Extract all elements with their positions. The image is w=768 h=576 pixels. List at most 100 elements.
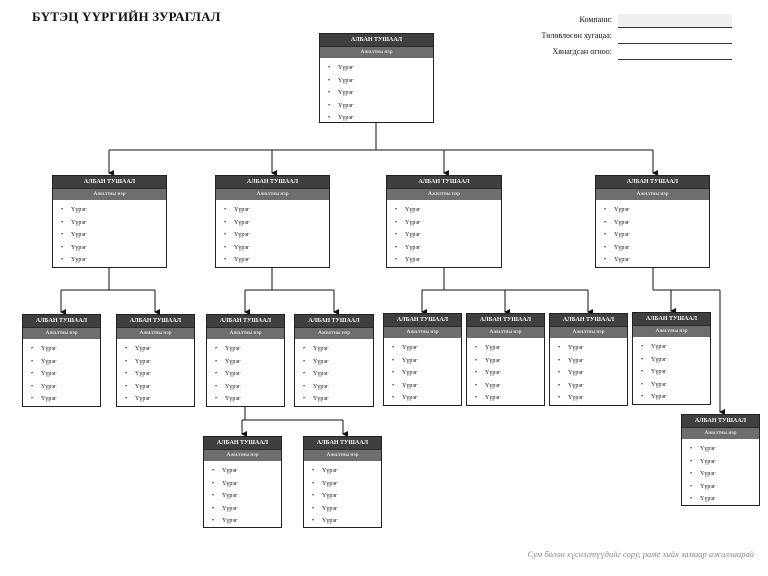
- duty-item: •Үүрэг: [303, 368, 373, 381]
- duty-list: •Үүрэг •Үүрэг •Үүрэг •Үүрэг •Үүрэг: [216, 200, 329, 267]
- position-title: АЛБАН ТУШААЛ: [550, 314, 627, 326]
- position-title: АЛБАН ТУШААЛ: [216, 176, 329, 188]
- position-title: АЛБАН ТУШААЛ: [23, 315, 100, 327]
- bullet-icon: •: [61, 257, 64, 263]
- position-card-l2-c3[interactable]: АЛБАН ТУШААЛ Ажилтны нэр •Үүрэг •Үүрэг •…: [549, 313, 628, 406]
- duty-item: •Үүрэг: [215, 368, 284, 381]
- bullet-icon: •: [31, 396, 34, 402]
- duty-list: •Үүрэг •Үүрэг •Үүрэг •Үүрэг •Үүрэг: [467, 338, 544, 405]
- employee-name: Ажилтны нэр: [117, 327, 194, 339]
- approved-field[interactable]: [618, 46, 732, 60]
- bullet-icon: •: [61, 207, 64, 213]
- bullet-icon: •: [558, 357, 561, 364]
- position-card-l2-d1[interactable]: АЛБАН ТУШААЛ Ажилтны нэр •Үүрэг •Үүрэг •…: [632, 312, 711, 405]
- bullet-icon: •: [212, 505, 215, 512]
- duty-item: •Үүрэг: [328, 75, 433, 88]
- company-label: Компани:: [579, 15, 612, 24]
- duty-item: •Үүрэг: [61, 242, 166, 255]
- position-card-l1-b[interactable]: АЛБАН ТУШААЛ Ажилтны нэр •Үүрэг •Үүрэг •…: [215, 175, 330, 268]
- position-card-l2-b2[interactable]: АЛБАН ТУШААЛ Ажилтны нэр •Үүрэг •Үүрэг •…: [294, 314, 374, 407]
- position-card-l2-b1[interactable]: АЛБАН ТУШААЛ Ажилтны нэр •Үүрэг •Үүрэг •…: [206, 314, 285, 407]
- duty-item: •Үүрэг: [31, 368, 100, 381]
- duty-list: •Үүрэг •Үүрэг •Үүрэг •Үүрэг •Үүрэг: [682, 439, 759, 506]
- position-card-l2-c1[interactable]: АЛБАН ТУШААЛ Ажилтны нэр •Үүрэг •Үүрэг •…: [383, 313, 462, 406]
- duty-item: •Үүрэг: [690, 468, 759, 481]
- bullet-icon: •: [125, 383, 128, 390]
- position-card-l2-a1[interactable]: АЛБАН ТУШААЛ Ажилтны нэр •Үүрэг •Үүрэг •…: [22, 314, 101, 407]
- position-title: АЛБАН ТУШААЛ: [467, 314, 544, 326]
- bullet-icon: •: [312, 505, 315, 512]
- employee-name: Ажилтны нэр: [320, 46, 433, 58]
- position-card-l1-d[interactable]: АЛБАН ТУШААЛ Ажилтны нэр •Үүрэг •Үүрэг •…: [595, 175, 710, 268]
- position-card-l2-a2[interactable]: АЛБАН ТУШААЛ Ажилтны нэр •Үүрэг •Үүрэг •…: [116, 314, 195, 407]
- employee-name: Ажилтны нэр: [387, 188, 501, 200]
- bullet-icon: •: [558, 345, 561, 351]
- duty-item: •Үүрэг: [224, 242, 329, 255]
- footer-note: Сум болон хүснэгтүүдийг copy, paste хийх…: [527, 549, 754, 559]
- position-title: АЛБАН ТУШААЛ: [117, 315, 194, 327]
- employee-name: Ажилтны нэр: [216, 188, 329, 200]
- duty-item: •Үүрэг: [312, 478, 381, 491]
- duty-list: •Үүрэг •Үүрэг •Үүрэг •Үүрэг •Үүрэг: [23, 339, 100, 406]
- duty-item: •Үүрэг: [212, 503, 281, 516]
- updated-field[interactable]: [618, 30, 732, 44]
- position-title: АЛБАН ТУШААЛ: [320, 34, 433, 46]
- bullet-icon: •: [690, 496, 693, 502]
- duty-list: •Үүрэг •Үүрэг •Үүрэг •Үүрэг •Үүрэг: [550, 338, 627, 405]
- position-card-top[interactable]: АЛБАН ТУШААЛ Ажилтны нэр •Үүрэг •Үүрэг •…: [319, 33, 434, 123]
- duty-item: •Үүрэг: [641, 391, 710, 404]
- duty-item: •Үүрэг: [212, 465, 281, 478]
- duty-list: •Үүрэг •Үүрэг •Үүрэг •Үүрэг •Үүрэг: [384, 338, 461, 405]
- bullet-icon: •: [641, 356, 644, 363]
- page-title: БҮТЭЦ ҮҮРГИЙН ЗУРАГЛАЛ: [32, 9, 221, 24]
- bullet-icon: •: [475, 345, 478, 351]
- duty-item: •Үүрэг: [395, 242, 501, 255]
- duty-item: •Үүрэг: [558, 392, 627, 405]
- duty-item: •Үүрэг: [558, 380, 627, 393]
- position-title: АЛБАН ТУШААЛ: [596, 176, 709, 188]
- duty-item: •Үүрэг: [224, 229, 329, 242]
- approved-row: Хянагдсан огноо:: [520, 46, 740, 60]
- duty-list: •Үүрэг •Үүрэг •Үүрэг •Үүрэг •Үүрэг: [117, 339, 194, 406]
- bullet-icon: •: [125, 358, 128, 365]
- duty-item: •Үүрэг: [392, 342, 461, 355]
- bullet-icon: •: [328, 102, 331, 109]
- bullet-icon: •: [641, 381, 644, 388]
- duty-item: •Үүрэг: [312, 490, 381, 503]
- bullet-icon: •: [395, 232, 398, 238]
- position-card-l1-c[interactable]: АЛБАН ТУШААЛ Ажилтны нэр •Үүрэг •Үүрэг •…: [386, 175, 502, 268]
- position-title: АЛБАН ТУШААЛ: [304, 437, 381, 449]
- employee-name: Ажилтны нэр: [467, 326, 544, 338]
- employee-name: Ажилтны нэр: [682, 427, 759, 439]
- position-title: АЛБАН ТУШААЛ: [295, 315, 373, 327]
- bullet-icon: •: [224, 207, 227, 213]
- position-card-l3-b1[interactable]: АЛБАН ТУШААЛ Ажилтны нэр •Үүрэг •Үүрэг •…: [203, 436, 282, 528]
- duty-item: •Үүрэг: [690, 493, 759, 506]
- bullet-icon: •: [224, 257, 227, 263]
- bullet-icon: •: [395, 244, 398, 251]
- duty-item: •Үүрэг: [224, 254, 329, 267]
- bullet-icon: •: [475, 382, 478, 389]
- company-field[interactable]: [618, 14, 732, 28]
- duty-item: •Үүрэг: [312, 465, 381, 478]
- bullet-icon: •: [215, 346, 218, 352]
- duty-item: •Үүрэг: [212, 515, 281, 528]
- duty-item: •Үүрэг: [558, 355, 627, 368]
- duty-item: •Үүрэг: [125, 393, 194, 406]
- employee-name: Ажилтны нэр: [304, 449, 381, 461]
- duty-list: •Үүрэг •Үүрэг •Үүрэг •Үүрэг •Үүрэг: [596, 200, 709, 267]
- position-title: АЛБАН ТУШААЛ: [204, 437, 281, 449]
- bullet-icon: •: [558, 395, 561, 401]
- duty-item: •Үүрэг: [690, 443, 759, 456]
- company-row: Компани:: [520, 14, 740, 28]
- bullet-icon: •: [392, 357, 395, 364]
- bullet-icon: •: [392, 395, 395, 401]
- position-card-l1-a[interactable]: АЛБАН ТУШААЛ Ажилтны нэр •Үүрэг •Үүрэг •…: [52, 175, 167, 268]
- bullet-icon: •: [31, 358, 34, 365]
- bullet-icon: •: [604, 257, 607, 263]
- position-card-l2-c2[interactable]: АЛБАН ТУШААЛ Ажилтны нэр •Үүрэг •Үүрэг •…: [466, 313, 545, 406]
- position-card-l3-d1[interactable]: АЛБАН ТУШААЛ Ажилтны нэр •Үүрэг •Үүрэг •…: [681, 414, 760, 506]
- duty-item: •Үүрэг: [31, 356, 100, 369]
- position-card-l3-b2[interactable]: АЛБАН ТУШААЛ Ажилтны нэр •Үүрэг •Үүрэг •…: [303, 436, 382, 528]
